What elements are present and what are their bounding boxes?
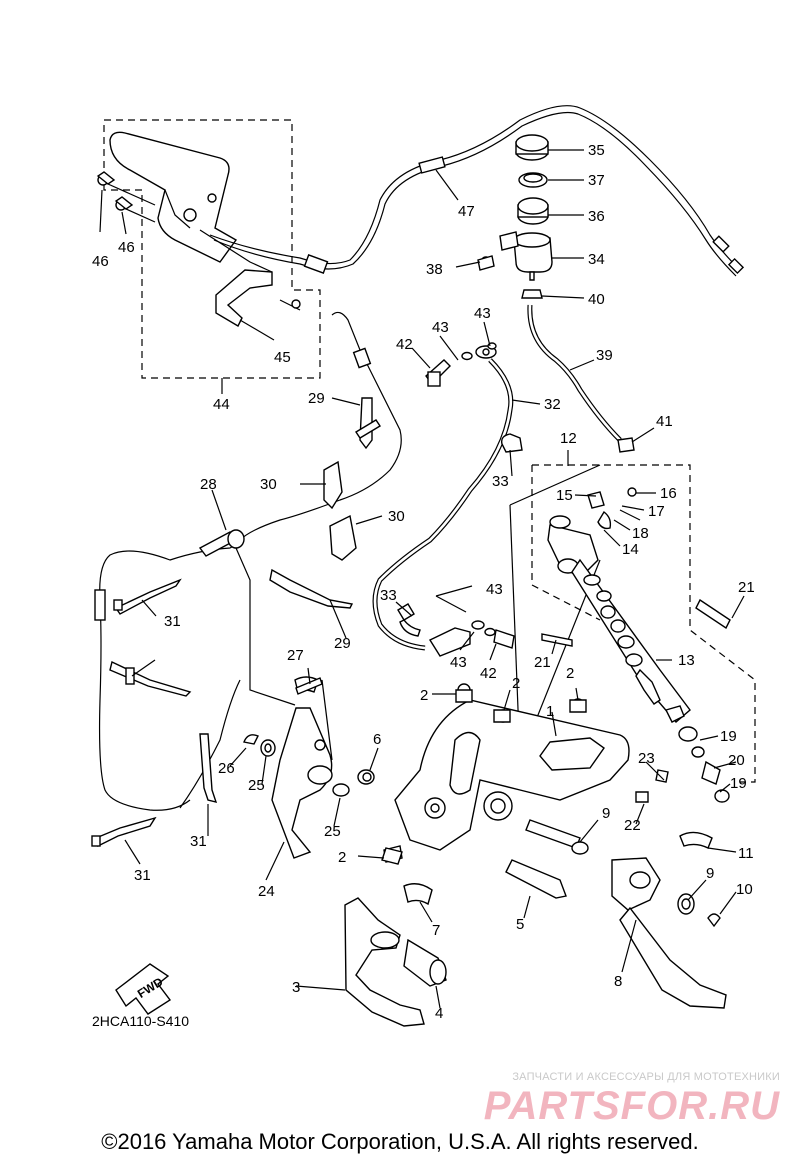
callout-19b: 19 xyxy=(730,775,747,792)
callout-25a: 25 xyxy=(248,777,265,794)
pedal-3 xyxy=(344,883,447,1027)
leader-lines xyxy=(99,149,745,1009)
callout-40: 40 xyxy=(588,291,605,308)
callout-24: 24 xyxy=(258,883,275,900)
callout-33b: 33 xyxy=(380,587,397,604)
copyright-notice: ©2016 Yamaha Motor Corporation, U.S.A. A… xyxy=(101,1129,699,1154)
callout-10: 10 xyxy=(736,881,753,898)
callout-44: 44 xyxy=(213,396,230,413)
callout-31b: 31 xyxy=(190,833,207,850)
callout-28: 28 xyxy=(200,476,217,493)
callout-11: 11 xyxy=(738,845,754,862)
hardware xyxy=(295,677,691,910)
callout-42b: 42 xyxy=(480,665,497,682)
callout-12: 12 xyxy=(560,430,577,447)
callout-46b: 46 xyxy=(118,239,135,256)
callout-21b: 21 xyxy=(534,654,551,671)
callout-31c: 31 xyxy=(134,867,151,884)
callout-46a: 46 xyxy=(92,253,109,270)
callout-18: 18 xyxy=(632,525,649,542)
callout-13: 13 xyxy=(678,652,695,669)
callout-45: 45 xyxy=(274,349,291,366)
callout-25b: 25 xyxy=(324,823,341,840)
watermark-subtitle: ЗАПЧАСТИ И АКСЕССУАРЫ ДЛЯ МОТОТЕХНИКИ xyxy=(512,1071,780,1083)
fwd-arrow-icon: FWD xyxy=(115,963,172,1015)
callout-38: 38 xyxy=(426,261,443,278)
callout-2b: 2 xyxy=(512,675,520,692)
callout-37: 37 xyxy=(588,172,605,189)
callout-2d: 2 xyxy=(338,849,346,866)
callout-7: 7 xyxy=(432,922,440,939)
hose-47 xyxy=(209,105,745,277)
callout-32: 32 xyxy=(544,396,561,413)
callout-42a: 42 xyxy=(396,336,413,353)
master-cylinder-12 xyxy=(509,464,756,803)
callout-2c: 2 xyxy=(566,665,574,682)
callout-43b: 43 xyxy=(474,305,491,322)
callout-23: 23 xyxy=(638,750,655,767)
watermark-logo: PARTSFOR.RU xyxy=(483,1084,780,1128)
callout-33a: 33 xyxy=(492,473,509,490)
callout-21a: 21 xyxy=(738,579,755,596)
callout-22: 22 xyxy=(624,817,641,834)
callout-15: 15 xyxy=(556,487,573,504)
callout-19a: 19 xyxy=(720,728,737,745)
callout-6: 6 xyxy=(373,731,381,748)
callout-14: 14 xyxy=(622,541,639,558)
callout-47: 47 xyxy=(458,203,475,220)
diagram-code: 2HCA110-S410 xyxy=(92,1013,190,1029)
callout-36: 36 xyxy=(588,208,605,225)
callout-20: 20 xyxy=(728,752,745,769)
cables xyxy=(94,311,402,811)
callout-34: 34 xyxy=(588,251,605,268)
callout-39: 39 xyxy=(596,347,613,364)
callout-43d: 43 xyxy=(450,654,467,671)
callout-9a: 9 xyxy=(602,805,610,822)
piston-parts xyxy=(583,574,730,803)
callout-1: 1 xyxy=(546,703,554,720)
callout-27: 27 xyxy=(287,647,304,664)
callout-3: 3 xyxy=(292,979,300,996)
callout-16: 16 xyxy=(660,485,677,502)
cable-ties xyxy=(91,397,381,848)
callout-31a: 31 xyxy=(164,613,181,630)
callout-29b: 29 xyxy=(334,635,351,652)
callout-4: 4 xyxy=(435,1005,443,1022)
callout-2a: 2 xyxy=(420,687,428,704)
callout-9b: 9 xyxy=(706,865,714,882)
pedal-8 xyxy=(611,831,727,1009)
callout-8: 8 xyxy=(614,973,622,990)
lever-assembly-44 xyxy=(96,119,321,379)
reservoir-assembly xyxy=(477,134,635,453)
callout-30b: 30 xyxy=(388,508,405,525)
callout-5: 5 xyxy=(516,916,524,933)
callout-30a: 30 xyxy=(260,476,277,493)
pedal-24 xyxy=(243,676,375,859)
callout-43a: 43 xyxy=(432,319,449,336)
callout-labels: 35 37 36 34 38 40 47 46 46 45 44 43 43 4… xyxy=(92,142,755,1022)
callout-17: 17 xyxy=(648,503,665,520)
callout-41: 41 xyxy=(656,413,673,430)
callout-26: 26 xyxy=(218,760,235,777)
callout-29a: 29 xyxy=(308,390,325,407)
brake-line-32 xyxy=(372,342,523,657)
callout-43c: 43 xyxy=(486,581,503,598)
callout-35: 35 xyxy=(588,142,605,159)
